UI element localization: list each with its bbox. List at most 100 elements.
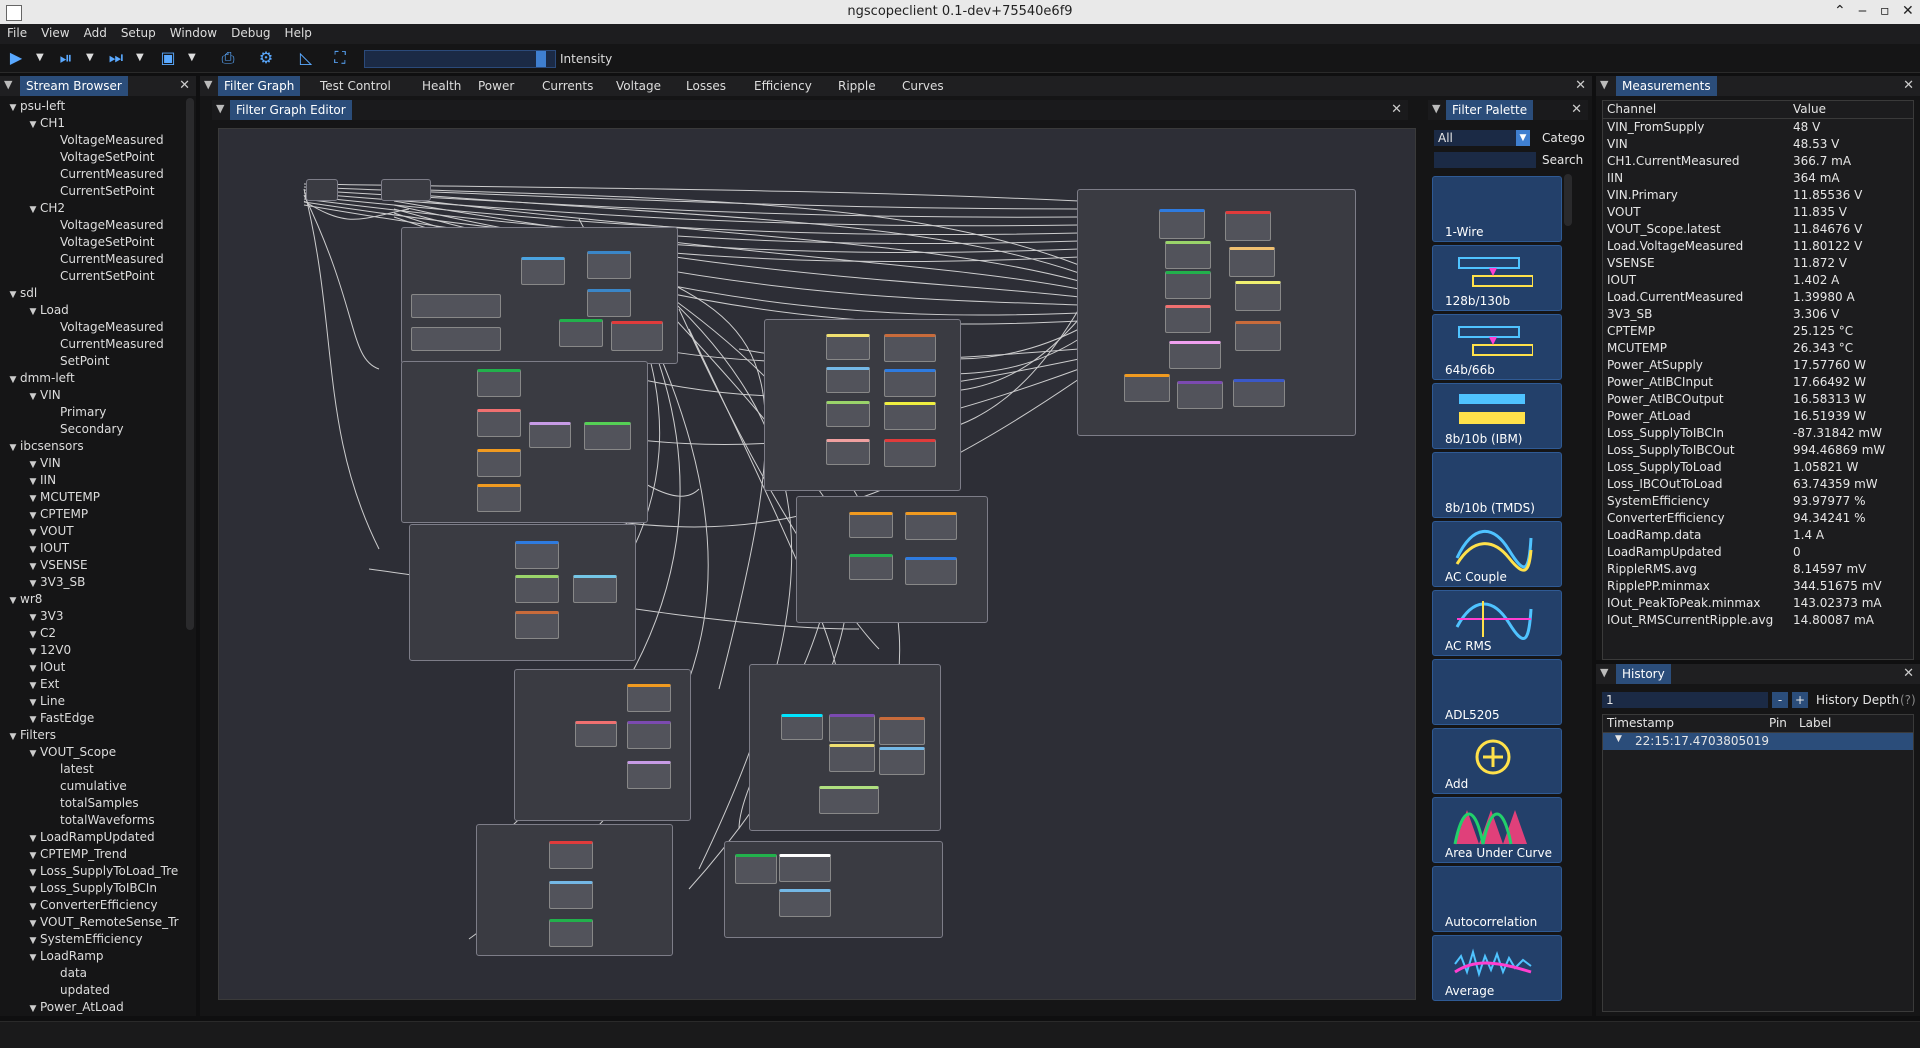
panel-menu-icon[interactable]: ▼ [1600,78,1609,91]
tree-item[interactable]: ▼3V3 [0,608,182,625]
single-trigger-icon[interactable]: ⏯ [59,48,73,67]
menu-item-setup[interactable]: Setup [120,26,156,40]
chevron-down-icon[interactable]: ▼ [9,596,17,606]
close-icon[interactable]: ✕ [1575,78,1586,93]
filter-node[interactable] [1165,271,1211,299]
chevron-down-icon[interactable]: ▼ [9,375,17,385]
filter-node[interactable] [826,439,870,465]
filter-node[interactable] [1233,379,1285,407]
palette-item-1-wire[interactable]: 1-Wire [1432,176,1562,242]
palette-item-64b-66b[interactable]: 64b/66b [1432,314,1562,380]
tree-item[interactable]: ▼VOUT [0,523,182,540]
filter-node[interactable] [587,289,631,317]
filter-node[interactable] [905,512,957,540]
tab-test-control[interactable]: Test Control [320,79,391,93]
tree-item[interactable]: ▼VIN [0,455,182,472]
palette-item-adl5205[interactable]: ADL5205 [1432,659,1562,725]
chevron-down-icon[interactable]: ▼ [29,749,37,759]
chevron-down-icon[interactable]: ▼ [29,715,37,725]
menu-item-view[interactable]: View [41,26,70,40]
close-icon[interactable]: ✕ [1391,102,1402,117]
close-icon[interactable]: ✕ [1571,102,1582,117]
maximize-icon[interactable]: ▫ [1880,3,1890,19]
history-depth-minus-button[interactable]: - [1772,692,1788,708]
filter-node[interactable] [819,786,879,814]
filter-node[interactable] [826,401,870,427]
tree-item[interactable]: CurrentMeasured [0,251,182,268]
filter-node[interactable] [575,721,617,747]
filter-node[interactable] [779,889,831,917]
panel-menu-icon[interactable]: ▼ [4,78,13,91]
menu-item-help[interactable]: Help [284,26,312,40]
tree-item[interactable]: ▼LoadRampUpdated [0,829,182,846]
filter-node[interactable] [529,422,571,448]
tree-item[interactable]: ▼wr8 [0,591,182,608]
chevron-down-icon[interactable]: ▼ [1516,130,1530,146]
tree-item[interactable]: ▼Filters [0,727,182,744]
tree-item[interactable]: ▼VOUT_RemoteSense_Tr [0,914,182,931]
chevron-down-icon[interactable]: ▼ [1615,734,1622,744]
chevron-down-icon[interactable]: ▼ [9,103,17,113]
filter-node[interactable] [1165,241,1211,269]
filter-node[interactable] [1169,341,1221,369]
triangle-tool-icon[interactable]: ◺ [299,48,313,67]
tab-curves[interactable]: Curves [902,79,944,93]
filter-node[interactable] [779,854,831,882]
stop-icon[interactable]: ▣ [160,48,176,67]
tree-item[interactable]: updated [0,982,182,999]
chevron-down-icon[interactable]: ▼ [29,647,37,657]
column-label[interactable]: Label [1799,716,1832,730]
tab-efficiency[interactable]: Efficiency [754,79,812,93]
tree-item[interactable]: ▼MCUTEMP [0,489,182,506]
tree-item[interactable]: Secondary [0,421,182,438]
palette-scrollbar[interactable] [1564,174,1572,226]
palette-item-8b-10b-tmds-[interactable]: 8b/10b (TMDS) [1432,452,1562,518]
filter-graph-canvas[interactable] [218,128,1416,1000]
history-tab[interactable]: History [1616,664,1671,684]
chevron-down-icon[interactable]: ▼ [29,681,37,691]
chevron-down-icon[interactable]: ▼ [29,545,37,555]
settings-gear-icon[interactable]: ⚙ [258,48,274,67]
filter-node[interactable] [1229,247,1275,277]
palette-item-ac-couple[interactable]: AC Couple [1432,521,1562,587]
close-icon[interactable]: ✕ [1903,666,1914,681]
filter-node[interactable] [515,611,559,639]
tree-item[interactable]: CurrentSetPoint [0,268,182,285]
tree-item[interactable]: CurrentMeasured [0,336,182,353]
chevron-down-icon[interactable]: ▼ [29,477,37,487]
tree-item[interactable]: ▼VSENSE [0,557,182,574]
filter-node[interactable] [627,761,671,789]
tree-item[interactable]: ▼Load [0,302,182,319]
zoom-fit-icon[interactable]: ⛶ [334,48,346,67]
filter-node[interactable] [879,747,925,775]
tree-item[interactable]: data [0,965,182,982]
tab-currents[interactable]: Currents [542,79,594,93]
filter-node[interactable] [587,251,631,279]
chevron-down-icon[interactable]: ▼ [29,392,37,402]
intensity-slider[interactable] [364,50,556,68]
filter-node[interactable] [829,744,875,772]
tree-item[interactable]: latest [0,761,182,778]
palette-item-8b-10b-ibm-[interactable]: 8b/10b (IBM) [1432,383,1562,449]
tree-item[interactable]: ▼CPTEMP [0,506,182,523]
chevron-down-icon[interactable]: ▼ [9,732,17,742]
filter-node[interactable] [549,841,593,869]
run-icon[interactable]: ▶ [9,48,23,67]
chevron-down-icon[interactable]: ▼ [29,120,37,130]
force-trigger-icon[interactable]: ⏭ [108,48,124,67]
tab-voltage[interactable]: Voltage [616,79,662,93]
tab-health[interactable]: Health [422,79,462,93]
filter-node[interactable] [515,575,559,603]
